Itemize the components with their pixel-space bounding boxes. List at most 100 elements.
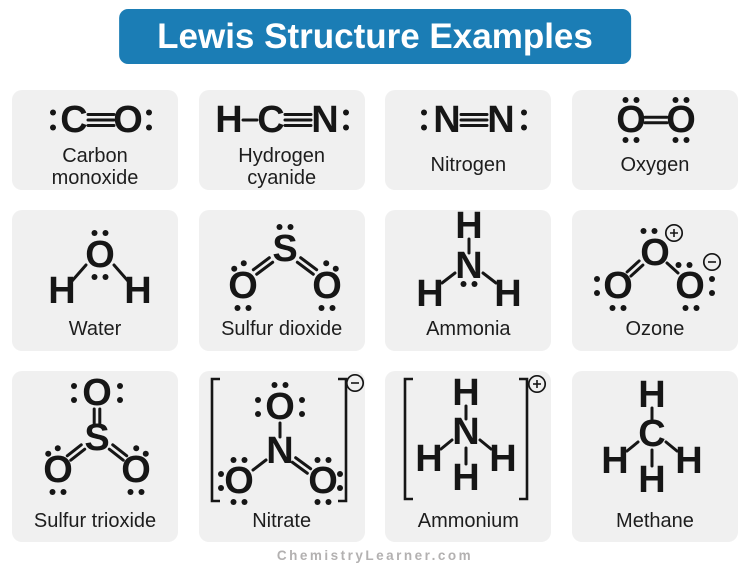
lone-pair-dot: [325, 457, 332, 463]
lone-pair-dot: [675, 262, 682, 268]
atom-O: O: [616, 99, 646, 141]
watermark: ChemistryLearner.com: [276, 548, 474, 563]
lone-pair-dot: [651, 228, 658, 234]
lone-pair-dot: [142, 450, 149, 457]
lone-pair-dot: [521, 124, 528, 131]
atom-O: O: [224, 460, 254, 502]
bond: [440, 271, 457, 285]
lone-pair-dot: [683, 137, 690, 143]
molecule-label: Hydrogen cyanide: [238, 145, 326, 190]
lone-pair-dot: [217, 485, 224, 491]
bond: [111, 443, 129, 458]
lewis-structure-water: OH H: [48, 230, 152, 312]
lone-pair-dot: [593, 276, 600, 282]
atom-O: O: [85, 234, 115, 276]
lone-pair-dot: [521, 109, 528, 116]
lone-pair-dot: [336, 471, 343, 477]
lone-pair-dot: [138, 489, 145, 495]
atom-N: N: [488, 99, 515, 141]
bond: [295, 260, 315, 276]
lone-pair-dot: [633, 97, 640, 103]
lone-pair-dot: [471, 281, 478, 287]
lone-pair-dot: [127, 489, 134, 495]
atom-H: H: [48, 270, 75, 312]
lone-pair-dot: [686, 262, 693, 268]
lone-pair-dot: [336, 485, 343, 491]
lone-pair-dot: [314, 457, 321, 463]
lone-pair-dot: [254, 397, 261, 403]
lone-pair-dot: [298, 397, 305, 403]
atom-H: H: [495, 273, 522, 313]
lone-pair-dot: [708, 290, 715, 296]
atom-H: H: [453, 457, 480, 499]
atom-N: N: [456, 245, 483, 287]
molecule-label: Sulfur trioxide: [33, 510, 157, 533]
lone-pair-dot: [342, 109, 349, 116]
lone-pair-dot: [71, 383, 77, 389]
charge-plus-icon: [528, 374, 547, 394]
bond: [298, 256, 318, 272]
lone-pair-dot: [314, 499, 321, 505]
lone-pair-dot: [146, 124, 152, 131]
lone-pair-dot: [298, 411, 305, 417]
lone-pair-dot: [672, 137, 679, 143]
lone-pair-dot: [329, 305, 336, 311]
bond: [478, 438, 493, 451]
bond: [107, 447, 125, 462]
lone-pair-dot: [593, 290, 600, 296]
title-banner: Lewis Structure Examples: [119, 9, 631, 64]
lone-pair-dot: [460, 281, 467, 287]
lone-pair-dot: [241, 457, 248, 463]
bond: [290, 460, 309, 475]
lone-pair-dot: [217, 471, 224, 477]
atom-O: O: [640, 232, 670, 274]
lone-pair-dot: [322, 260, 329, 267]
lone-pair-dot: [71, 397, 77, 403]
molecule-label: Ammonium: [417, 510, 519, 533]
lone-pair-dot: [91, 230, 98, 236]
atom-O: O: [312, 265, 342, 307]
atom-H: H: [416, 438, 443, 480]
atom-H: H: [601, 440, 628, 482]
lone-pair-dot: [230, 457, 237, 463]
lone-pair-dot: [622, 97, 629, 103]
molecule-label: Methane: [616, 510, 694, 533]
molecule-label: Nitrogen: [430, 153, 507, 176]
lone-pair-dot: [245, 305, 252, 311]
charge-minus-icon: [345, 373, 364, 393]
bond: [70, 263, 88, 283]
lone-pair-dot: [254, 411, 261, 417]
atom-H: H: [124, 270, 151, 312]
lone-pair-dot: [342, 124, 349, 131]
lone-pair-dot: [117, 397, 123, 403]
lone-pair-dot: [102, 230, 109, 236]
bracket: [519, 377, 529, 501]
bond: [254, 260, 274, 276]
atom-O: O: [603, 265, 633, 307]
lone-pair-dot: [91, 274, 98, 280]
molecule-label: Sulfur dioxide: [221, 318, 343, 341]
lone-pair-dot: [282, 382, 289, 388]
atom-O: O: [43, 449, 73, 491]
lone-pair-dot: [633, 137, 640, 143]
lone-pair-dot: [640, 228, 647, 234]
lone-pair-dot: [620, 305, 627, 311]
lone-pair-dot: [622, 137, 629, 143]
lone-pair-dot: [133, 445, 140, 452]
lone-pair-dot: [102, 274, 109, 280]
atom-H: H: [490, 438, 517, 480]
bond: [65, 443, 83, 458]
lone-pair-dot: [276, 224, 283, 230]
bond: [251, 458, 268, 472]
